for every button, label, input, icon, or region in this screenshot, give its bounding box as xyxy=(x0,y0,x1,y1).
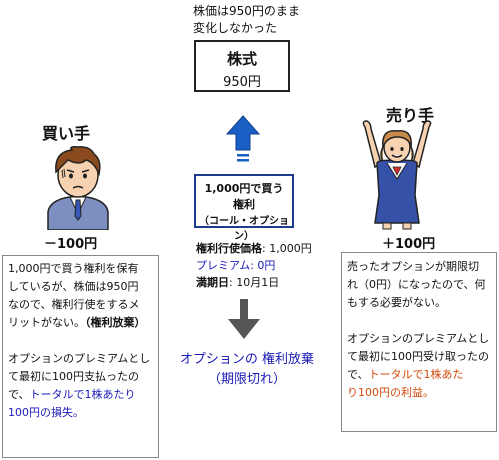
down-arrow-icon xyxy=(228,299,260,339)
seller-avatar xyxy=(362,120,432,230)
strike-value: : 1,000円 xyxy=(262,242,312,255)
stock-note: 株価は950円のまま 変化しなかった xyxy=(193,3,313,37)
seller-profit-highlight: り100円の利益。 xyxy=(347,386,434,399)
seller-title: 売り手 xyxy=(386,106,435,125)
stock-note-line: 株価は950円のまま xyxy=(193,4,300,18)
up-arrow-icon xyxy=(225,115,261,162)
buyer-abandon-label: （権利放棄） xyxy=(85,316,146,329)
seller-amount: ＋100円 xyxy=(382,237,436,252)
buyer-line: 1,000円で買う権利を保有 xyxy=(8,262,139,275)
option-line1: 1,000円で買う xyxy=(204,182,284,195)
buyer-line: しているが、株価は950円 xyxy=(8,280,139,293)
call-option-box: 1,000円で買う 権利 （コール・オプション） xyxy=(194,174,294,242)
buyer-loss-highlight: トータルで1株あたり xyxy=(29,388,136,401)
seller-line: オプションのプレミアムとし xyxy=(347,332,490,345)
stock-price: 950円 xyxy=(223,75,261,90)
seller-line: 売ったオプションが期限切 xyxy=(347,260,479,273)
buyer-line: て最初に100円支払ったの xyxy=(8,370,139,383)
seller-line: れ（0円）になったので、何 xyxy=(347,278,486,291)
buyer-line: リットがない。（権利放棄） xyxy=(8,314,153,332)
expiry-row: 満期日: 10月1日 xyxy=(196,274,336,291)
seller-explanation: 売ったオプションが期限切 れ（0円）になったので、何 もする必要がない。 オプシ… xyxy=(341,252,497,432)
buyer-line: なので、権利行使をするメ xyxy=(8,298,140,311)
result-line1: オプションの 権利放棄 xyxy=(179,352,315,367)
buyer-avatar xyxy=(47,146,109,230)
seller-line: て最初に100円受け取ったの xyxy=(347,350,489,363)
stock-name: 株式 xyxy=(226,50,257,68)
buyer-line-prefix: で、 xyxy=(8,388,30,401)
option-line3: （コール・オプション） xyxy=(199,216,289,242)
option-details: 権利行使価格: 1,000円 プレミアム: 0円 満期日: 10月1日 xyxy=(196,240,336,291)
buyer-line: オプションのプレミアムとし xyxy=(8,352,151,365)
result-text: オプションの 権利放棄 （期限切れ） xyxy=(172,350,322,390)
result-line2: （期限切れ） xyxy=(207,372,286,387)
buyer-line4-plain: リットがない。 xyxy=(8,316,85,329)
buyer-explanation: 1,000円で買う権利を保有 しているが、株価は950円 なので、権利行使をする… xyxy=(2,255,159,458)
stock-note-line: 変化しなかった xyxy=(193,21,278,35)
premium-row: プレミアム: 0円 xyxy=(196,259,276,272)
seller-line: で、トータルで1株あた xyxy=(347,366,491,384)
expiry-label: 満期日 xyxy=(196,276,229,289)
stock-box: 株式 950円 xyxy=(194,40,290,92)
option-line2: 権利 xyxy=(233,198,255,211)
buyer-loss-highlight: 100円の損失。 xyxy=(8,406,84,419)
seller-profit-highlight: トータルで1株あた xyxy=(368,368,464,381)
seller-line-prefix: で、 xyxy=(347,368,369,381)
expiry-value: : 10月1日 xyxy=(229,276,280,289)
strike-label: 権利行使価格 xyxy=(196,242,262,255)
seller-line: もする必要がない。 xyxy=(347,296,446,309)
buyer-title: 買い手 xyxy=(42,124,91,143)
buyer-line: で、トータルで1株あたり xyxy=(8,386,153,404)
buyer-amount: －100円 xyxy=(44,237,98,252)
strike-row: 権利行使価格: 1,000円 xyxy=(196,240,336,257)
